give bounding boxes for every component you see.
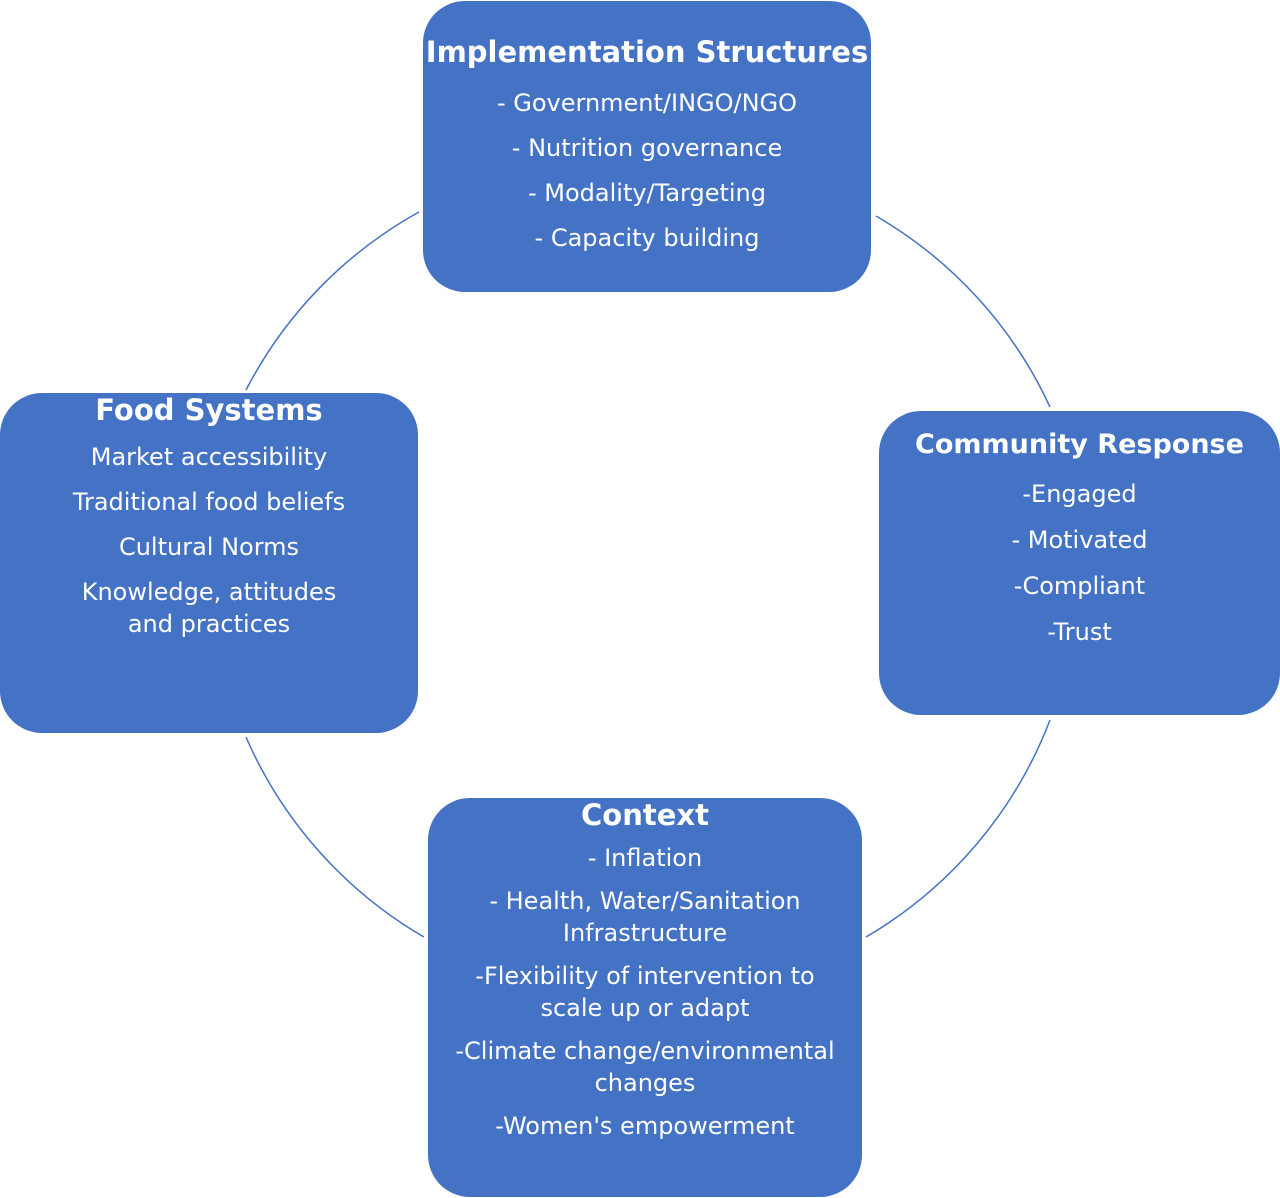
list-item: - Inflation bbox=[587, 844, 703, 872]
connector-arc-bottom-right bbox=[865, 719, 1051, 938]
list-item: - Modality/Targeting bbox=[527, 179, 767, 207]
list-item: -Compliant bbox=[1013, 572, 1146, 600]
list-item: - Motivated bbox=[1011, 526, 1148, 554]
community-response-list: -Engaged - Motivated -Compliant -Trust bbox=[879, 478, 1280, 648]
food-systems-box: Food Systems Market accessibility Tradit… bbox=[0, 393, 418, 733]
community-response-title: Community Response bbox=[915, 429, 1244, 460]
context-title: Context bbox=[581, 798, 709, 832]
implementation-structures-box: Implementation Structures - Government/I… bbox=[423, 1, 871, 292]
list-item: - Health, Water/Sanitation Infrastructur… bbox=[489, 887, 801, 947]
list-item: Market accessibility bbox=[90, 443, 328, 471]
implementation-structures-list: - Government/INGO/NGO - Nutrition govern… bbox=[423, 87, 871, 254]
food-systems-title: Food Systems bbox=[95, 393, 323, 427]
connector-arc-top-right bbox=[875, 215, 1051, 408]
list-item: -Women's empowerment bbox=[495, 1112, 795, 1140]
community-response-box: Community Response -Engaged - Motivated … bbox=[879, 411, 1280, 715]
connector-arc-bottom-left bbox=[245, 736, 425, 938]
list-item: Knowledge, attitudes and practices bbox=[81, 578, 337, 638]
list-item: - Government/INGO/NGO bbox=[496, 89, 798, 117]
connector-arc-top-left bbox=[245, 211, 420, 391]
list-item: Cultural Norms bbox=[118, 533, 300, 561]
list-item: Traditional food beliefs bbox=[72, 488, 346, 516]
list-item: -Trust bbox=[1047, 618, 1112, 646]
list-item: - Capacity building bbox=[534, 224, 760, 252]
implementation-structures-title: Implementation Structures bbox=[425, 35, 869, 69]
list-item: -Climate change/environmental changes bbox=[455, 1037, 835, 1097]
context-box: Context - Inflation - Health, Water/Sani… bbox=[428, 798, 862, 1197]
context-list: - Inflation - Health, Water/Sanitation I… bbox=[428, 842, 862, 1142]
list-item: -Flexibility of intervention to scale up… bbox=[475, 962, 815, 1022]
list-item: - Nutrition governance bbox=[511, 134, 783, 162]
list-item: -Engaged bbox=[1022, 480, 1137, 508]
food-systems-list: Market accessibility Traditional food be… bbox=[0, 441, 418, 640]
